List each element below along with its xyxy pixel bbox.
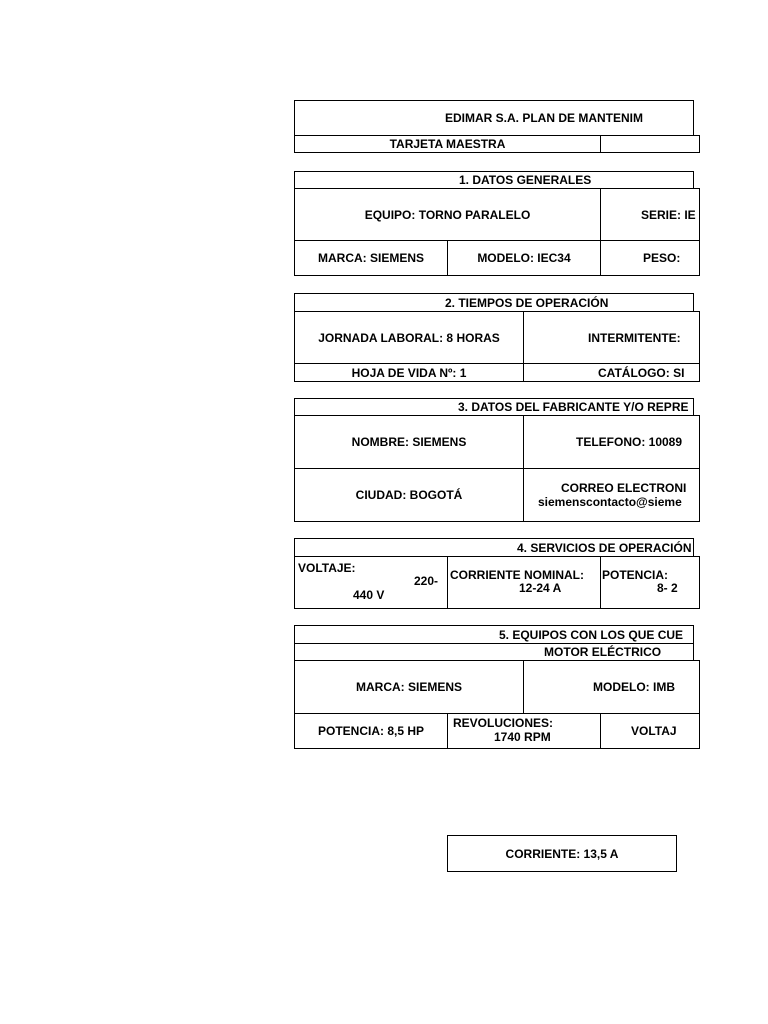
section-general-title: 1. DATOS GENERALES — [294, 171, 694, 189]
ciudad-field: CIUDAD: BOGOTÁ — [294, 468, 524, 522]
voltaje-field: VOLTAJE: 220- 440 V — [294, 556, 448, 609]
section-services-title: 4. SERVICIOS DE OPERACIÓN — [294, 538, 694, 557]
intermitente-field: INTERMITENTE: — [523, 311, 700, 364]
corriente-nominal-value: 12-24 A — [519, 581, 562, 595]
voltaje-label: VOLTAJE: — [298, 561, 356, 575]
header-empty-cell — [600, 135, 700, 153]
corriente-nominal-field: CORRIENTE NOMINAL: 12-24 A — [447, 556, 601, 609]
jornada-field: JORNADA LABORAL: 8 HORAS — [294, 311, 524, 364]
motor-revoluciones-field: REVOLUCIONES: 1740 RPM — [447, 713, 601, 749]
motor-subsection-title: MOTOR ELÉCTRICO — [294, 643, 694, 661]
section-operation-times-title: 2. TIEMPOS DE OPERACIÓN — [294, 293, 694, 312]
peso-field: PESO: — [600, 240, 700, 276]
motor-voltaje-field: VOLTAJ — [600, 713, 700, 749]
motor-marca-field: MARCA: SIEMENS — [294, 660, 524, 714]
hoja-de-vida-field: HOJA DE VIDA Nº: 1 — [294, 363, 524, 382]
equipo-field: EQUIPO: TORNO PARALELO — [294, 188, 601, 241]
modelo-field: MODELO: IEC34 — [447, 240, 601, 276]
potencia-field: POTENCIA: 8- 2 — [600, 556, 700, 609]
motor-modelo-field: MODELO: IMB — [523, 660, 700, 714]
master-card-label: TARJETA MAESTRA — [294, 135, 601, 153]
nombre-field: NOMBRE: SIEMENS — [294, 415, 524, 469]
revoluciones-label: REVOLUCIONES: — [453, 716, 554, 730]
correo-field: CORREO ELECTRONI siemenscontacto@sieme — [523, 468, 700, 522]
marca-field: MARCA: SIEMENS — [294, 240, 448, 276]
revoluciones-value: 1740 RPM — [494, 730, 551, 744]
motor-potencia-field: POTENCIA: 8,5 HP — [294, 713, 448, 749]
section-manufacturer-title: 3. DATOS DEL FABRICANTE Y/O REPRE — [294, 398, 694, 416]
section-equipment-title: 5. EQUIPOS CON LOS QUE CUE — [294, 625, 694, 644]
motor-corriente-field: CORRIENTE: 13,5 A — [447, 835, 677, 872]
corriente-nominal-label: CORRIENTE NOMINAL: — [450, 568, 584, 582]
voltaje-value-part2: 440 V — [353, 588, 385, 602]
potencia-value: 8- 2 — [657, 581, 678, 595]
catalogo-field: CATÁLOGO: SI — [523, 363, 700, 382]
voltaje-value-part1: 220- — [414, 574, 439, 588]
correo-value: siemenscontacto@sieme — [538, 495, 682, 509]
telefono-field: TELEFONO: 10089 — [523, 415, 700, 469]
sheet: EDIMAR S.A. PLAN DE MANTENIM TARJETA MAE… — [294, 100, 700, 872]
potencia-label: POTENCIA: — [602, 568, 668, 582]
document-title: EDIMAR S.A. PLAN DE MANTENIM — [294, 100, 694, 136]
serie-field: SERIE: IE — [600, 188, 700, 241]
correo-label: CORREO ELECTRONI — [561, 481, 687, 495]
